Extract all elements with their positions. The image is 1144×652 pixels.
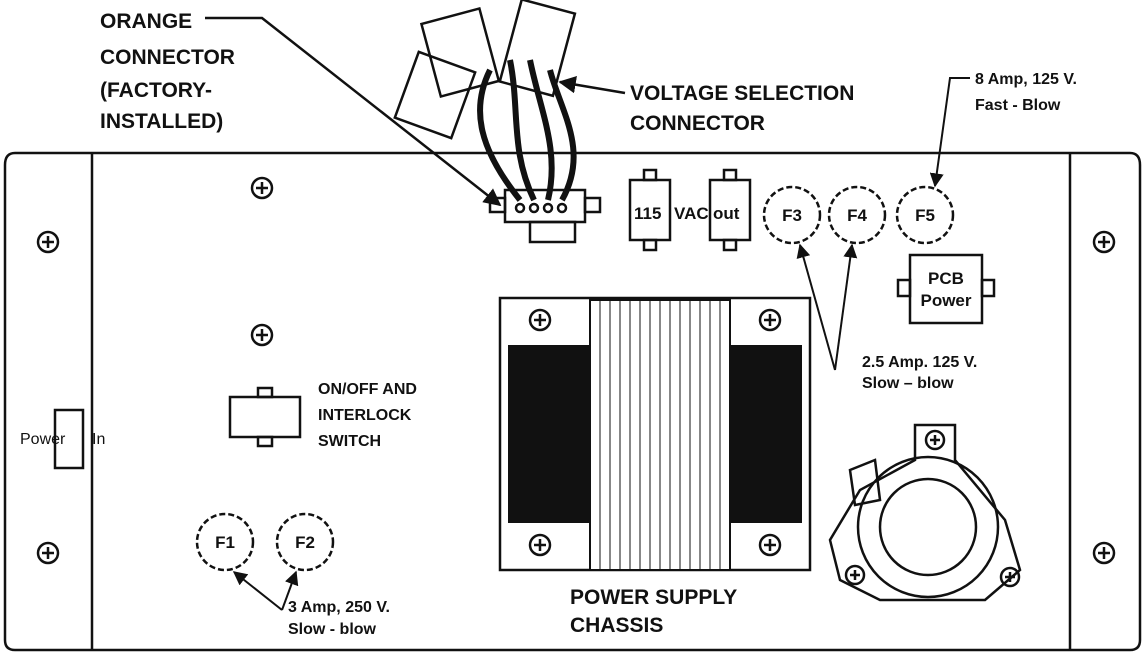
fuse-f4-label: F4 xyxy=(847,206,867,225)
screw-icon xyxy=(36,541,60,565)
switch-label-2: INTERLOCK xyxy=(318,407,412,424)
chassis-label-1: POWER SUPPLY xyxy=(570,586,737,609)
orange-connector-label-2: CONNECTOR xyxy=(100,46,235,69)
voltage-selection-label-2: CONNECTOR xyxy=(630,112,765,135)
fuse-f3: F3 xyxy=(762,185,822,245)
vac-label-right: out xyxy=(713,204,740,223)
screw-icon xyxy=(1092,230,1116,254)
screw-icon xyxy=(844,564,866,586)
pcb-label-2: Power xyxy=(920,291,971,310)
f3-f4-rating-2: Slow – blow xyxy=(862,375,954,392)
vac-out-connector xyxy=(628,168,752,252)
voltage-selection-connector xyxy=(393,0,577,202)
orange-connector-label-1: ORANGE xyxy=(100,10,192,33)
chassis-panel xyxy=(3,151,1142,652)
fuse-f1-label: F1 xyxy=(215,533,235,552)
fuse-f5: F5 xyxy=(895,185,955,245)
fuse-f5-label: F5 xyxy=(915,206,935,225)
switch-label-3: SWITCH xyxy=(318,433,381,450)
pcb-power-connector xyxy=(896,253,996,325)
orange-connector-label-4: INSTALLED) xyxy=(100,110,223,133)
f1-f2-rating-1: 3 Amp, 250 V. xyxy=(288,599,390,616)
transformer xyxy=(498,296,812,572)
fuse-f4: F4 xyxy=(827,185,887,245)
vac-label-left: 115 xyxy=(634,204,661,223)
fuse-f2-label: F2 xyxy=(295,533,315,552)
chassis-label-2: CHASSIS xyxy=(570,614,663,637)
screw-icon xyxy=(250,323,274,347)
screw-icon xyxy=(528,533,552,557)
f5-rating-2: Fast - Blow xyxy=(975,97,1061,114)
power-in-label-right: In xyxy=(92,431,105,448)
fuse-f2: F2 xyxy=(275,512,335,572)
power-in-connector xyxy=(53,408,85,470)
voltage-selection-label-1: VOLTAGE SELECTION xyxy=(630,82,854,105)
orange-connector-label-3: (FACTORY- xyxy=(100,79,212,102)
on-off-switch xyxy=(228,386,302,448)
screw-icon xyxy=(924,429,946,451)
screw-icon xyxy=(36,230,60,254)
f3-f4-rating-1: 2.5 Amp. 125 V. xyxy=(862,354,977,371)
power-in-label-left: Power xyxy=(20,431,66,448)
screw-icon xyxy=(250,176,274,200)
capacitor-mount xyxy=(828,423,1022,602)
orange-connector xyxy=(488,188,602,244)
f5-rating-1: 8 Amp, 125 V. xyxy=(975,71,1077,88)
pcb-label-1: PCB xyxy=(928,269,964,288)
fuse-f3-label: F3 xyxy=(782,206,802,225)
vac-label-mid: VAC xyxy=(674,204,709,223)
screw-icon xyxy=(1092,541,1116,565)
mounting-screws xyxy=(36,176,1116,565)
fuse-f1: F1 xyxy=(195,512,255,572)
switch-label-1: ON/OFF AND xyxy=(318,381,417,398)
screw-icon xyxy=(528,308,552,332)
screw-icon xyxy=(999,566,1021,588)
screw-icon xyxy=(758,533,782,557)
screw-icon xyxy=(758,308,782,332)
f1-f2-rating-2: Slow - blow xyxy=(288,621,377,638)
